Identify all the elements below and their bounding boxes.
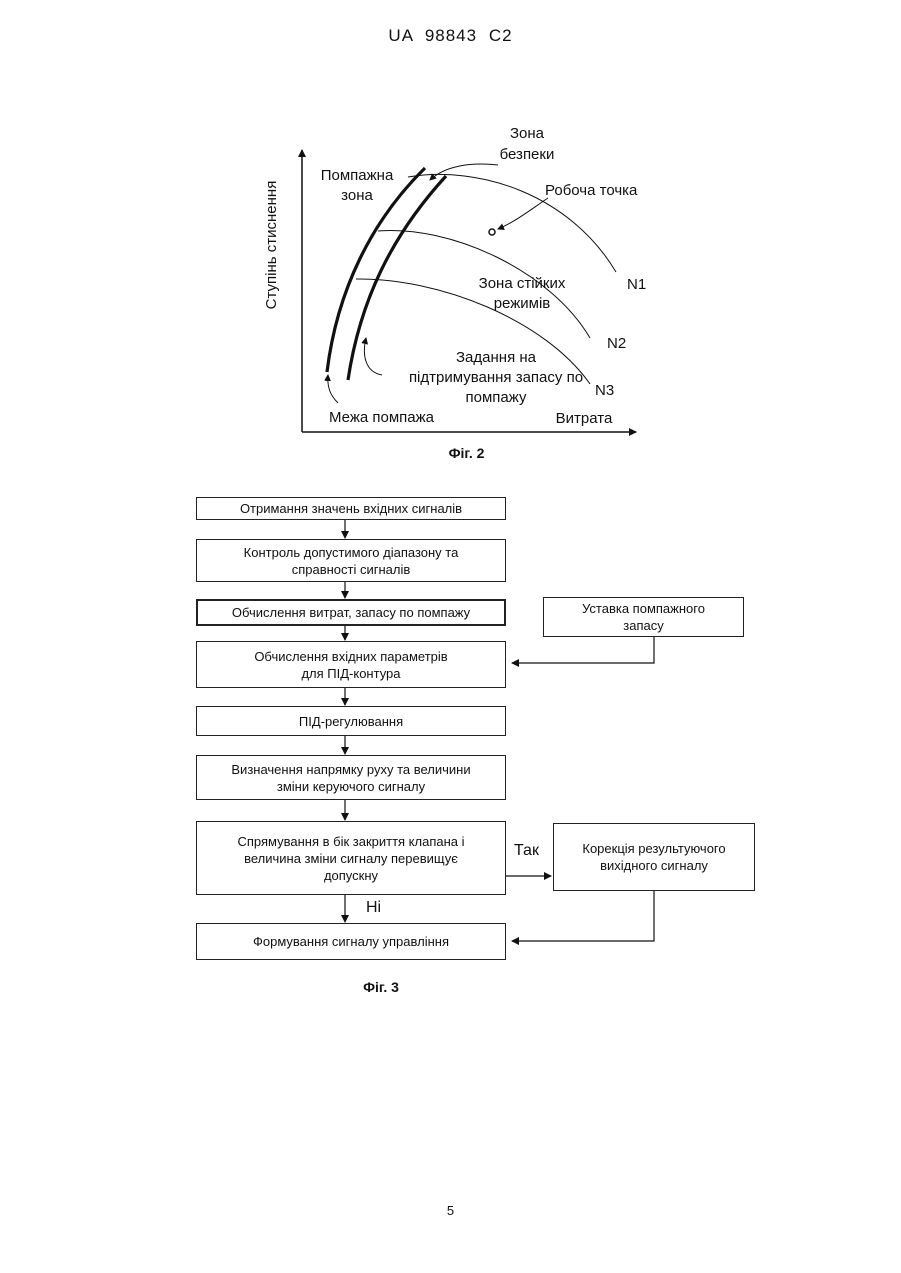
flow-box-direction: Визначення напрямку руху та величини змі… — [196, 755, 506, 800]
flow-box-output-signal: Формування сигналу управління — [196, 923, 506, 960]
flow-box-range-check: Контроль допустимого діапазону та справн… — [196, 539, 506, 582]
flow-box-receive-inputs: Отримання значень вхідних сигналів — [196, 497, 506, 520]
flow-box-decision: Спрямування в бік закриття клапана і вел… — [196, 821, 506, 895]
flow-box-surge-margin-setpoint: Уставка помпажного запасу — [543, 597, 744, 637]
figure-3-caption: Фіг. 3 — [0, 979, 762, 995]
decision-yes-label: Так — [514, 842, 539, 860]
flow-box-compute-flows: Обчислення витрат, запасу по помпажу — [196, 599, 506, 626]
flow-box-pid-inputs: Обчислення вхідних параметрів для ПІД-ко… — [196, 641, 506, 688]
page-number: 5 — [0, 1203, 901, 1218]
flow-box-correction: Корекція результуючого вихідного сигналу — [553, 823, 755, 891]
flow-box-pid-control: ПІД-регулювання — [196, 706, 506, 736]
decision-no-label: Ні — [366, 899, 381, 917]
